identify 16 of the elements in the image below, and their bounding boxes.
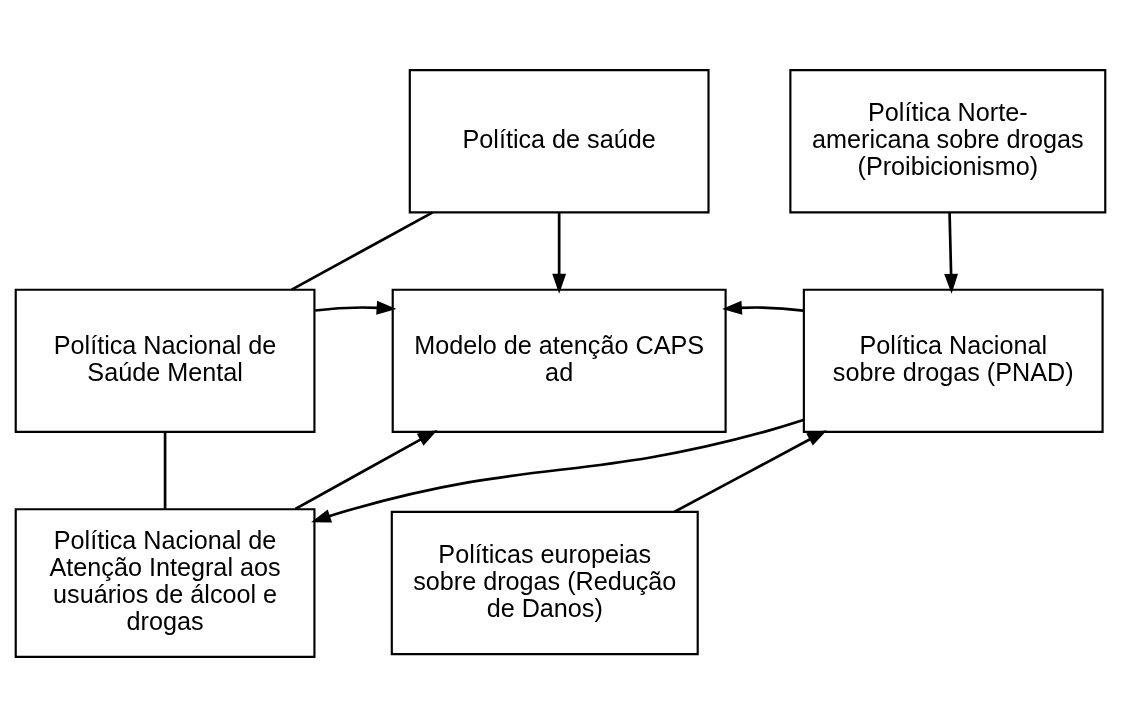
arrow: [944, 212, 959, 294]
node-box: Política Nacional sobre drogas (PNAD): [802, 288, 1104, 433]
node-box: Modelo de atenção CAPS ad: [391, 288, 727, 433]
node-box: Políticas europeias sobre drogas (Redução de Danos): [390, 510, 699, 656]
node-box: Política Nacional de Atenção Integral aos usuários de álcool e drogas: [14, 508, 316, 658]
node-box: Política Nacional de Saúde Mental: [14, 288, 316, 433]
arrow: [673, 430, 827, 514]
node-box: Política Norte-americana sobre drogas (Proibicionismo): [789, 69, 1107, 214]
arrow: [294, 430, 438, 511]
arrow: [552, 212, 567, 294]
arrow: [315, 300, 397, 315]
connector: [163, 432, 167, 510]
node-box: Política de saúde: [408, 69, 710, 214]
connector: [291, 211, 433, 291]
arrow: [311, 418, 804, 523]
arrow: [722, 300, 804, 315]
